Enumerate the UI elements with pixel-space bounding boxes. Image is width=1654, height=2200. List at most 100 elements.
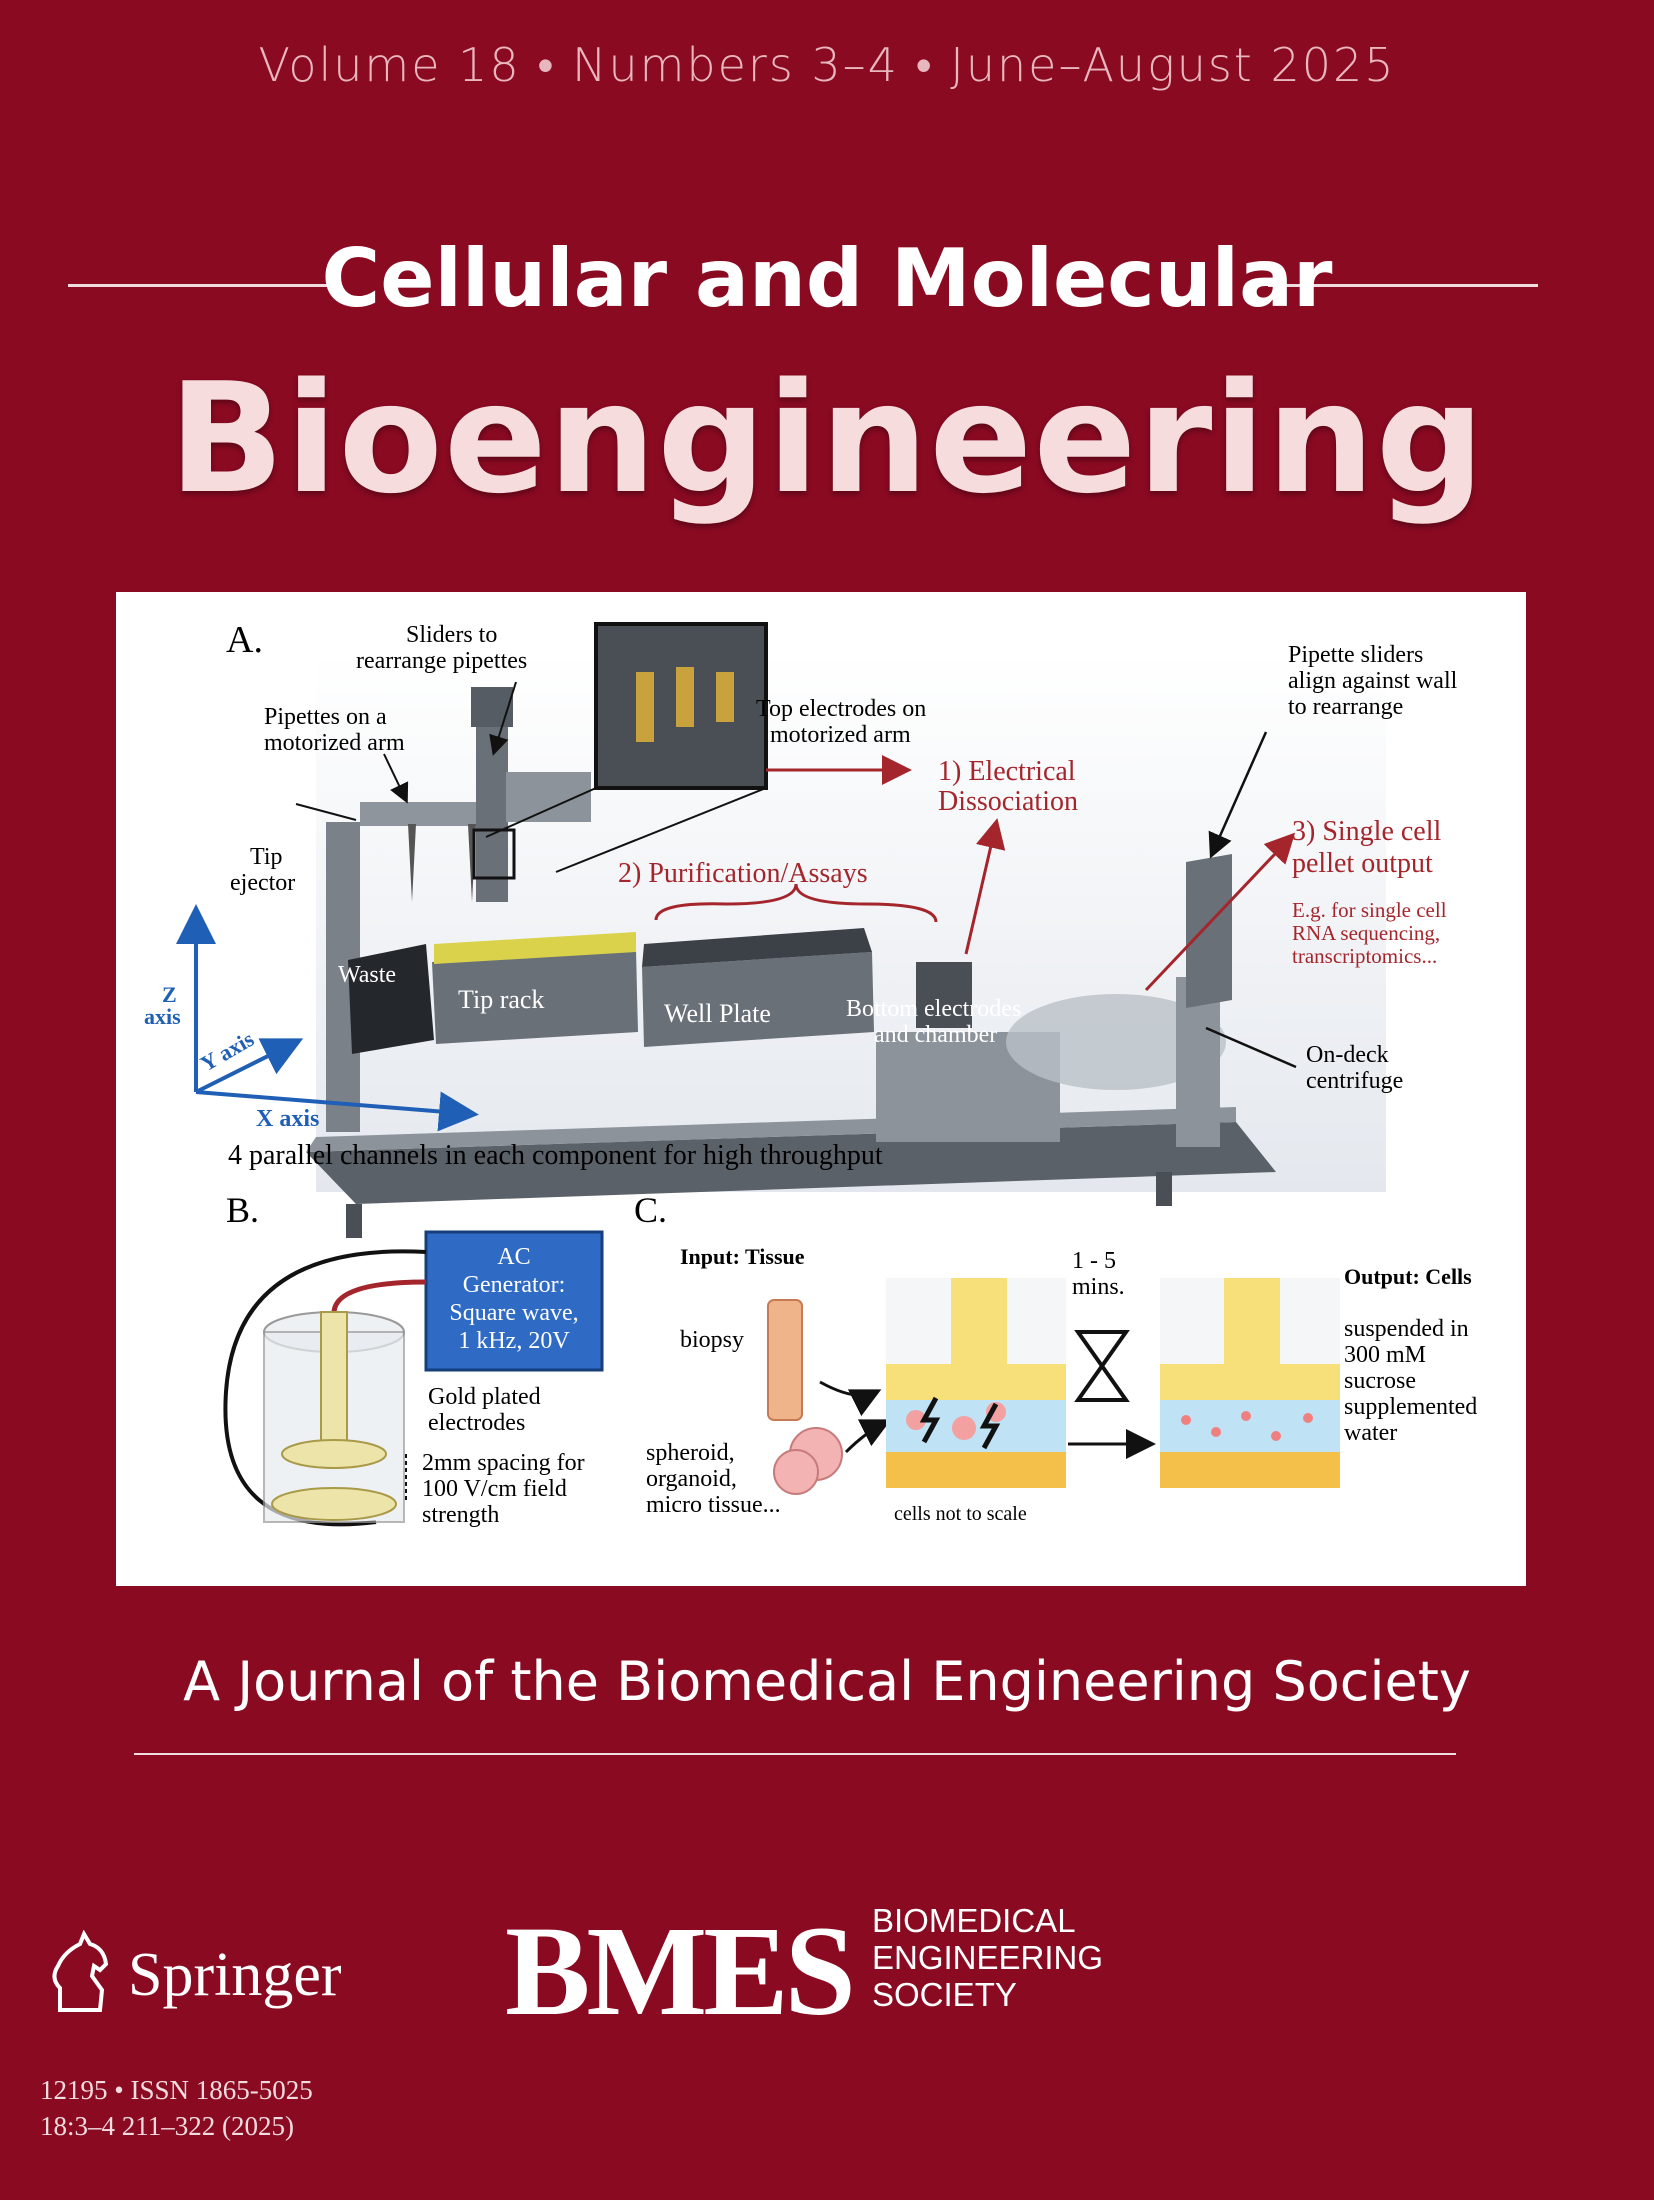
label-gold: electrodes bbox=[428, 1410, 525, 1436]
centrifuge bbox=[1006, 994, 1226, 1090]
step1-up-arrow bbox=[964, 818, 1006, 955]
panel-b-letter: B. bbox=[226, 1190, 259, 1230]
label-pipette-sliders: Pipette sliders bbox=[1288, 642, 1423, 668]
label-not-scale: cells not to scale bbox=[894, 1503, 1027, 1525]
platform-leg bbox=[1156, 1172, 1172, 1206]
inset-source bbox=[472, 828, 516, 880]
bmes-full-name: BIOMEDICAL ENGINEERING SOCIETY bbox=[872, 1902, 1103, 2013]
bmes-line: BIOMEDICAL bbox=[872, 1902, 1076, 1939]
label-pipette-sliders: to rearrange bbox=[1288, 694, 1403, 720]
label-step3: pellet output bbox=[1292, 848, 1433, 879]
lightning-icon bbox=[979, 1402, 1001, 1450]
tip-ejector-pointer bbox=[295, 803, 357, 821]
panel-a-letter: A. bbox=[226, 619, 263, 661]
single-cell bbox=[1303, 1413, 1313, 1423]
label-suspension: 300 mM bbox=[1344, 1342, 1426, 1368]
label-z-axis: axis bbox=[144, 1004, 181, 1029]
single-cell bbox=[1241, 1411, 1251, 1421]
label-spacing: strength bbox=[422, 1502, 499, 1528]
before-top-electrode bbox=[951, 1278, 1007, 1364]
journal-title-top: Cellular and Molecular bbox=[321, 232, 1333, 325]
label-y-axis: Y axis bbox=[196, 1026, 258, 1076]
journal-subtitle: A Journal of the Biomedical Engineering … bbox=[183, 1650, 1471, 1713]
issue-range-line: 18:3–4 211–322 (2025) bbox=[40, 2111, 294, 2141]
arm-motor bbox=[471, 687, 513, 727]
after-top-electrode bbox=[1224, 1278, 1280, 1364]
bottom-electrodes bbox=[916, 962, 972, 1028]
single-cell bbox=[1271, 1431, 1281, 1441]
after-bottom-electrode bbox=[1160, 1452, 1340, 1488]
lightning-icon bbox=[919, 1396, 941, 1444]
label-bottom-electrodes: Bottom electrodes bbox=[846, 996, 1021, 1022]
label-centrifuge: On-deck bbox=[1306, 1042, 1389, 1068]
label-gold: Gold plated bbox=[428, 1384, 541, 1410]
label-suspension: water bbox=[1344, 1420, 1397, 1446]
label-bottom-electrodes: and chamber bbox=[874, 1022, 997, 1048]
label-tip-rack: Tip rack bbox=[458, 985, 544, 1014]
springer-horse-icon bbox=[52, 1930, 109, 2012]
y-axis-arrow bbox=[195, 1038, 304, 1094]
biopsy-arrow bbox=[819, 1380, 882, 1417]
label-pipette-sliders: align against wall bbox=[1288, 668, 1458, 694]
centrifuge-pointer bbox=[1205, 1026, 1297, 1069]
label-ac: AC bbox=[497, 1244, 530, 1270]
issn-block: 12195 • ISSN 1865-5025 18:3–4 211–322 (2… bbox=[40, 2072, 313, 2144]
well-plate-top bbox=[642, 928, 872, 967]
cell-cluster bbox=[952, 1416, 976, 1440]
tip-rack bbox=[432, 950, 638, 1044]
after-buffer bbox=[1160, 1400, 1340, 1452]
platform-base bbox=[306, 1122, 1276, 1204]
label-suspension: supplemented bbox=[1344, 1394, 1477, 1420]
journal-title-main: Bioengineering bbox=[168, 350, 1486, 527]
inset-pipette bbox=[716, 672, 734, 722]
label-sliders: Sliders to bbox=[406, 622, 497, 648]
step3-arrow bbox=[1144, 832, 1296, 992]
pipette-pointer bbox=[383, 753, 409, 804]
panel-c: C. Input: Tissue biopsy spheroid, organo… bbox=[634, 1190, 1477, 1525]
label-waste: Waste bbox=[338, 962, 396, 988]
bmes-line: SOCIETY bbox=[872, 1976, 1017, 2013]
label-biopsy: biopsy bbox=[680, 1327, 744, 1353]
spheroid-cluster bbox=[773, 1449, 819, 1495]
label-suspension: suspended in bbox=[1344, 1316, 1469, 1342]
bottom-electrode-disc bbox=[271, 1487, 397, 1521]
label-spacing: 2mm spacing for bbox=[422, 1450, 585, 1476]
label-centrifuge: centrifuge bbox=[1306, 1068, 1403, 1094]
label-spheroid: organoid, bbox=[646, 1466, 737, 1492]
label-eg: RNA sequencing, bbox=[1292, 921, 1440, 945]
label-spacing: 100 V/cm field bbox=[422, 1476, 567, 1502]
before-bottom-electrode bbox=[886, 1452, 1066, 1488]
after-top-plate bbox=[1160, 1364, 1340, 1400]
label-suspension: sucrose bbox=[1344, 1368, 1416, 1394]
inset-leader bbox=[555, 787, 767, 873]
label-well-plate: Well Plate bbox=[664, 999, 771, 1028]
label-step2: 2) Purification/Assays bbox=[618, 858, 868, 889]
top-electrode-disc bbox=[281, 1439, 387, 1469]
pipette-tip bbox=[408, 824, 416, 902]
label-ac: Generator: bbox=[463, 1272, 566, 1298]
label-time: 1 - 5 bbox=[1072, 1248, 1116, 1274]
label-z-axis: Z bbox=[162, 982, 177, 1007]
wire-top bbox=[331, 1279, 427, 1313]
biopsy-core bbox=[767, 1299, 803, 1421]
top-electrode bbox=[320, 1311, 348, 1453]
figure-svg: A. bbox=[144, 619, 1477, 1528]
cover-figure: A. bbox=[116, 592, 1526, 1586]
label-eg: transcriptomics... bbox=[1292, 944, 1437, 968]
label-tip-ejector: ejector bbox=[230, 870, 295, 896]
arm-rail bbox=[360, 802, 490, 826]
label-ac: 1 kHz, 20V bbox=[458, 1328, 570, 1354]
single-cell bbox=[1211, 1427, 1221, 1437]
label-ac: Square wave, bbox=[449, 1300, 578, 1326]
title-rule-left bbox=[68, 284, 336, 287]
spheroid-arrow bbox=[844, 1419, 892, 1454]
panel-b: B. AC Generator: Square wave, 1 kHz, 20V… bbox=[223, 1190, 604, 1528]
panel-c-letter: C. bbox=[634, 1190, 667, 1230]
pipette-slider-wall bbox=[1186, 854, 1232, 1008]
label-spheroid: spheroid, bbox=[646, 1440, 735, 1466]
platform-leg bbox=[346, 1204, 362, 1238]
label-top-electrodes: motorized arm bbox=[770, 722, 911, 748]
label-pipettes: motorized arm bbox=[264, 730, 405, 756]
subtitle-rule bbox=[134, 1753, 1456, 1755]
label-step1: 1) Electrical bbox=[938, 756, 1076, 787]
